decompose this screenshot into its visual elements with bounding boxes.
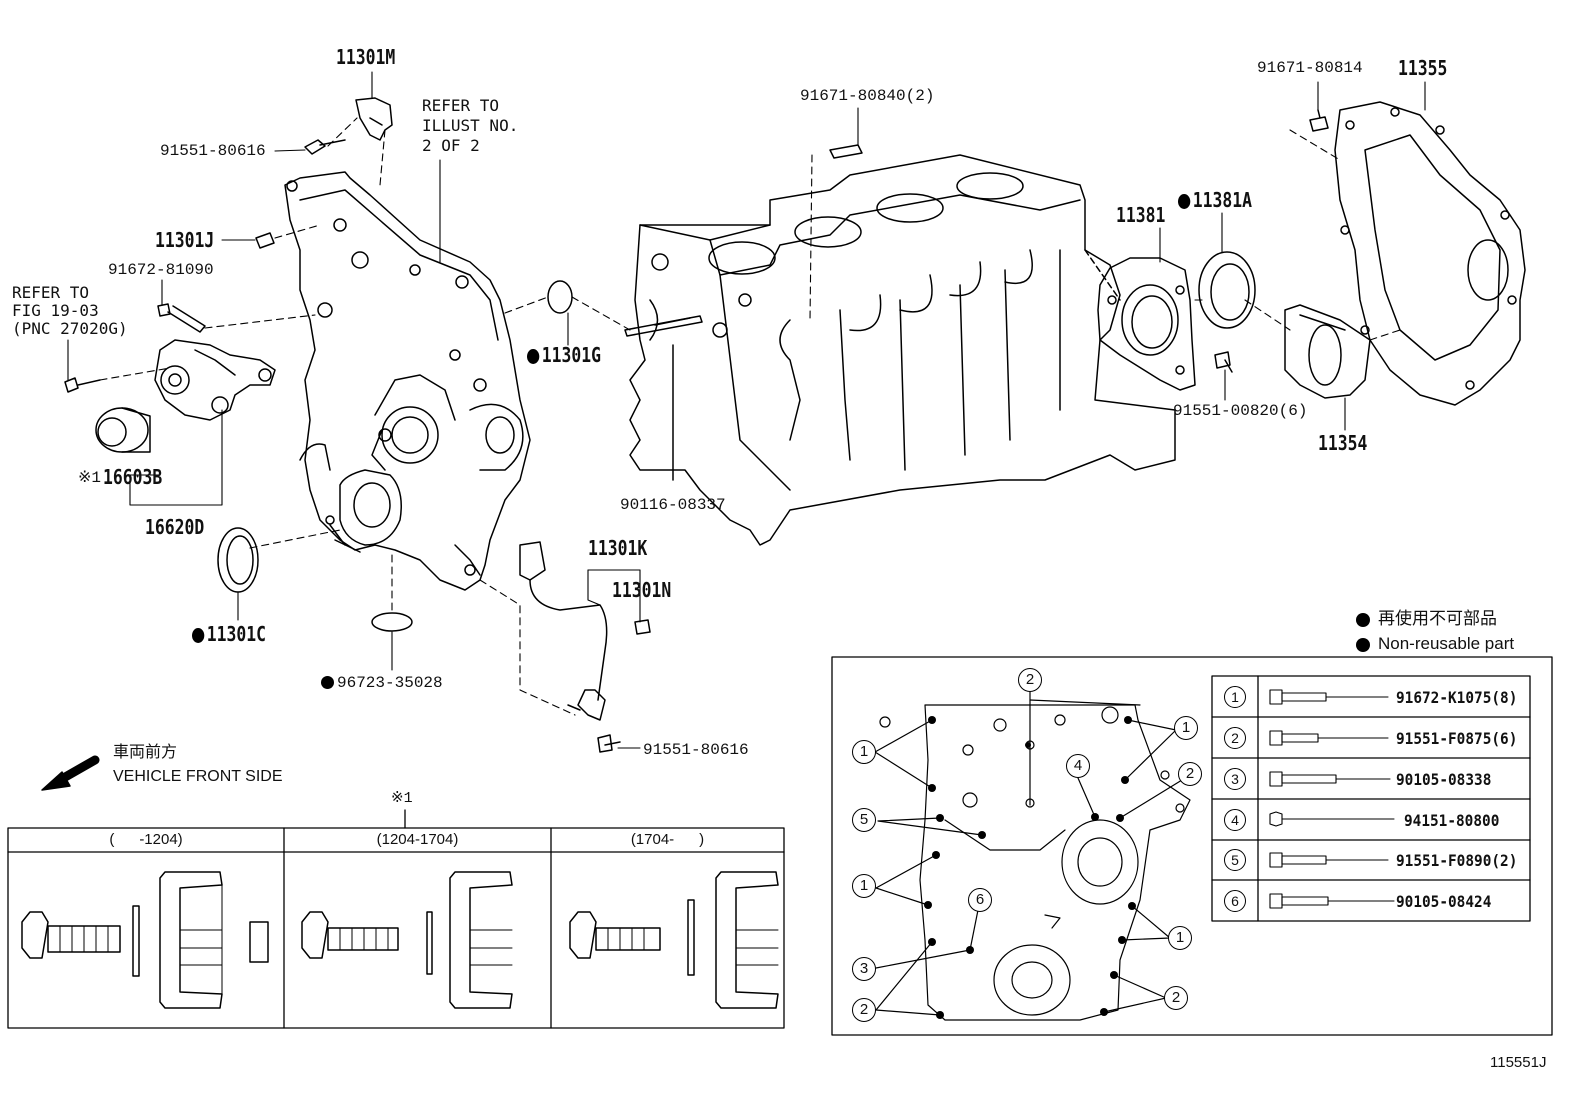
callout-circle: 4 [1066,754,1090,778]
cam-position-sensor [355,97,393,141]
label-11301G: 11301G [527,345,601,365]
variant-col-3: (1704- ) [630,831,705,848]
o-ring-small [547,280,573,314]
label-11354: 11354 [1318,431,1368,455]
end-plate [1334,101,1526,406]
label-11301J: 11301J [155,228,215,252]
non-reusable-dot [527,349,540,364]
stud-bolt [624,315,703,481]
variant-bolt-1 [21,871,269,1009]
label-96723-35028: 96723-35028 [321,675,443,691]
timing-chain-cover [284,171,531,591]
bolt-retainer [1214,351,1233,373]
bolt-num-2: 2 [1224,727,1246,749]
variant-table [7,809,785,1029]
front-label-jp: 車両前方 [113,744,178,761]
bolt-num-5: 5 [1224,849,1246,871]
variant-mark: ※1 [391,790,413,807]
label-11301N: 11301N [612,578,672,602]
cover-detail-drawing [874,691,1191,1021]
bolt-part-6: 90105-08424 [1396,892,1492,911]
variant-col-1: ( -1204) [109,831,183,848]
dust-cover [1284,304,1371,399]
figure-id: 115551J [1490,1054,1547,1071]
callout-circle: 2 [1178,762,1202,786]
variant-bolt-3 [569,871,779,1009]
idler-pulley [95,407,151,453]
bolt-small [64,139,346,393]
non-reusable-dot [1178,194,1191,209]
bolt-block [829,144,863,159]
rear-seal-retainer [1097,257,1196,391]
label-11301M: 11301M [336,45,396,69]
bolt-part-4: 94151-80800 [1404,811,1500,830]
callout-circle: 6 [968,888,992,912]
bolt-part-2: 91551-F0875(6) [1396,729,1518,748]
legend-jp: 再使用不可部品 [1356,610,1497,627]
rear-oil-seal [1198,251,1256,329]
label-16603B-prefix: ※1 [78,469,102,487]
bolt-part-5: 91551-F0890(2) [1396,851,1518,870]
callout-circle: 1 [852,874,876,898]
crank-position-sensor [519,541,651,753]
callout-circle: 2 [852,998,876,1022]
label-91671-80814: 91671-80814 [1257,59,1363,77]
bolt-table-icons [1269,689,1395,909]
chain-tensioner [154,339,276,421]
callout-circle: 1 [1168,926,1192,950]
label-refer-illust: REFER TO ILLUST NO. 2 OF 2 [422,96,519,155]
label-16603B: 16603B [103,465,163,489]
variant-bolt-2 [301,871,513,1009]
bolt-num-1: 1 [1224,686,1246,708]
callout-circle: 3 [852,957,876,981]
callout-circle: 1 [1174,716,1198,740]
bolt-part-1: 91672-K1075(8) [1396,688,1518,707]
callout-circle: 5 [852,808,876,832]
non-reusable-dot [321,676,334,690]
legend-dot [1356,612,1370,627]
label-91671-80840: 91671-80840(2) [800,87,935,105]
bolt-plate [1309,109,1329,132]
o-ring [371,612,413,632]
label-11355: 11355 [1398,56,1448,80]
crank-oil-seal [217,527,259,593]
assembly-lines [99,117,1401,716]
leader-lines [67,71,1426,749]
label-91672-81090: 91672-81090 [108,261,214,279]
label-90116-08337: 90116-08337 [620,496,726,514]
callout-circle: 2 [1164,986,1188,1010]
cylinder-block [629,154,1176,546]
label-refer-fig: REFER TO FIG 19-03 (PNC 27020G) [12,283,128,338]
label-91551-00820: 91551-00820(6) [1173,402,1308,420]
label-11381A: 11381A [1178,190,1252,210]
front-label-en: VEHICLE FRONT SIDE [113,768,283,785]
legend-dot [1356,637,1370,652]
label-16620D: 16620D [145,515,205,539]
label-11301C: 11301C [192,624,266,644]
front-arrow [41,755,100,791]
cover-detail-box [831,656,1553,1036]
bolt-part-3: 90105-08338 [1396,770,1492,789]
label-11301K: 11301K [588,536,648,560]
bolt-num-3: 3 [1224,768,1246,790]
non-reusable-dot [192,628,205,643]
callout-circle: 2 [1018,668,1042,692]
bolt-table-grid [1211,675,1531,922]
legend-en: Non-reusable part [1356,635,1514,652]
callout-circle: 1 [852,740,876,764]
label-91551-80616-bottom: 91551-80616 [643,741,749,759]
bolt-num-4: 4 [1224,809,1246,831]
variant-col-2: (1204-1704) [376,831,459,848]
label-11381: 11381 [1116,203,1166,227]
bolt-num-6: 6 [1224,890,1246,912]
label-91551-80616-top: 91551-80616 [160,142,266,160]
